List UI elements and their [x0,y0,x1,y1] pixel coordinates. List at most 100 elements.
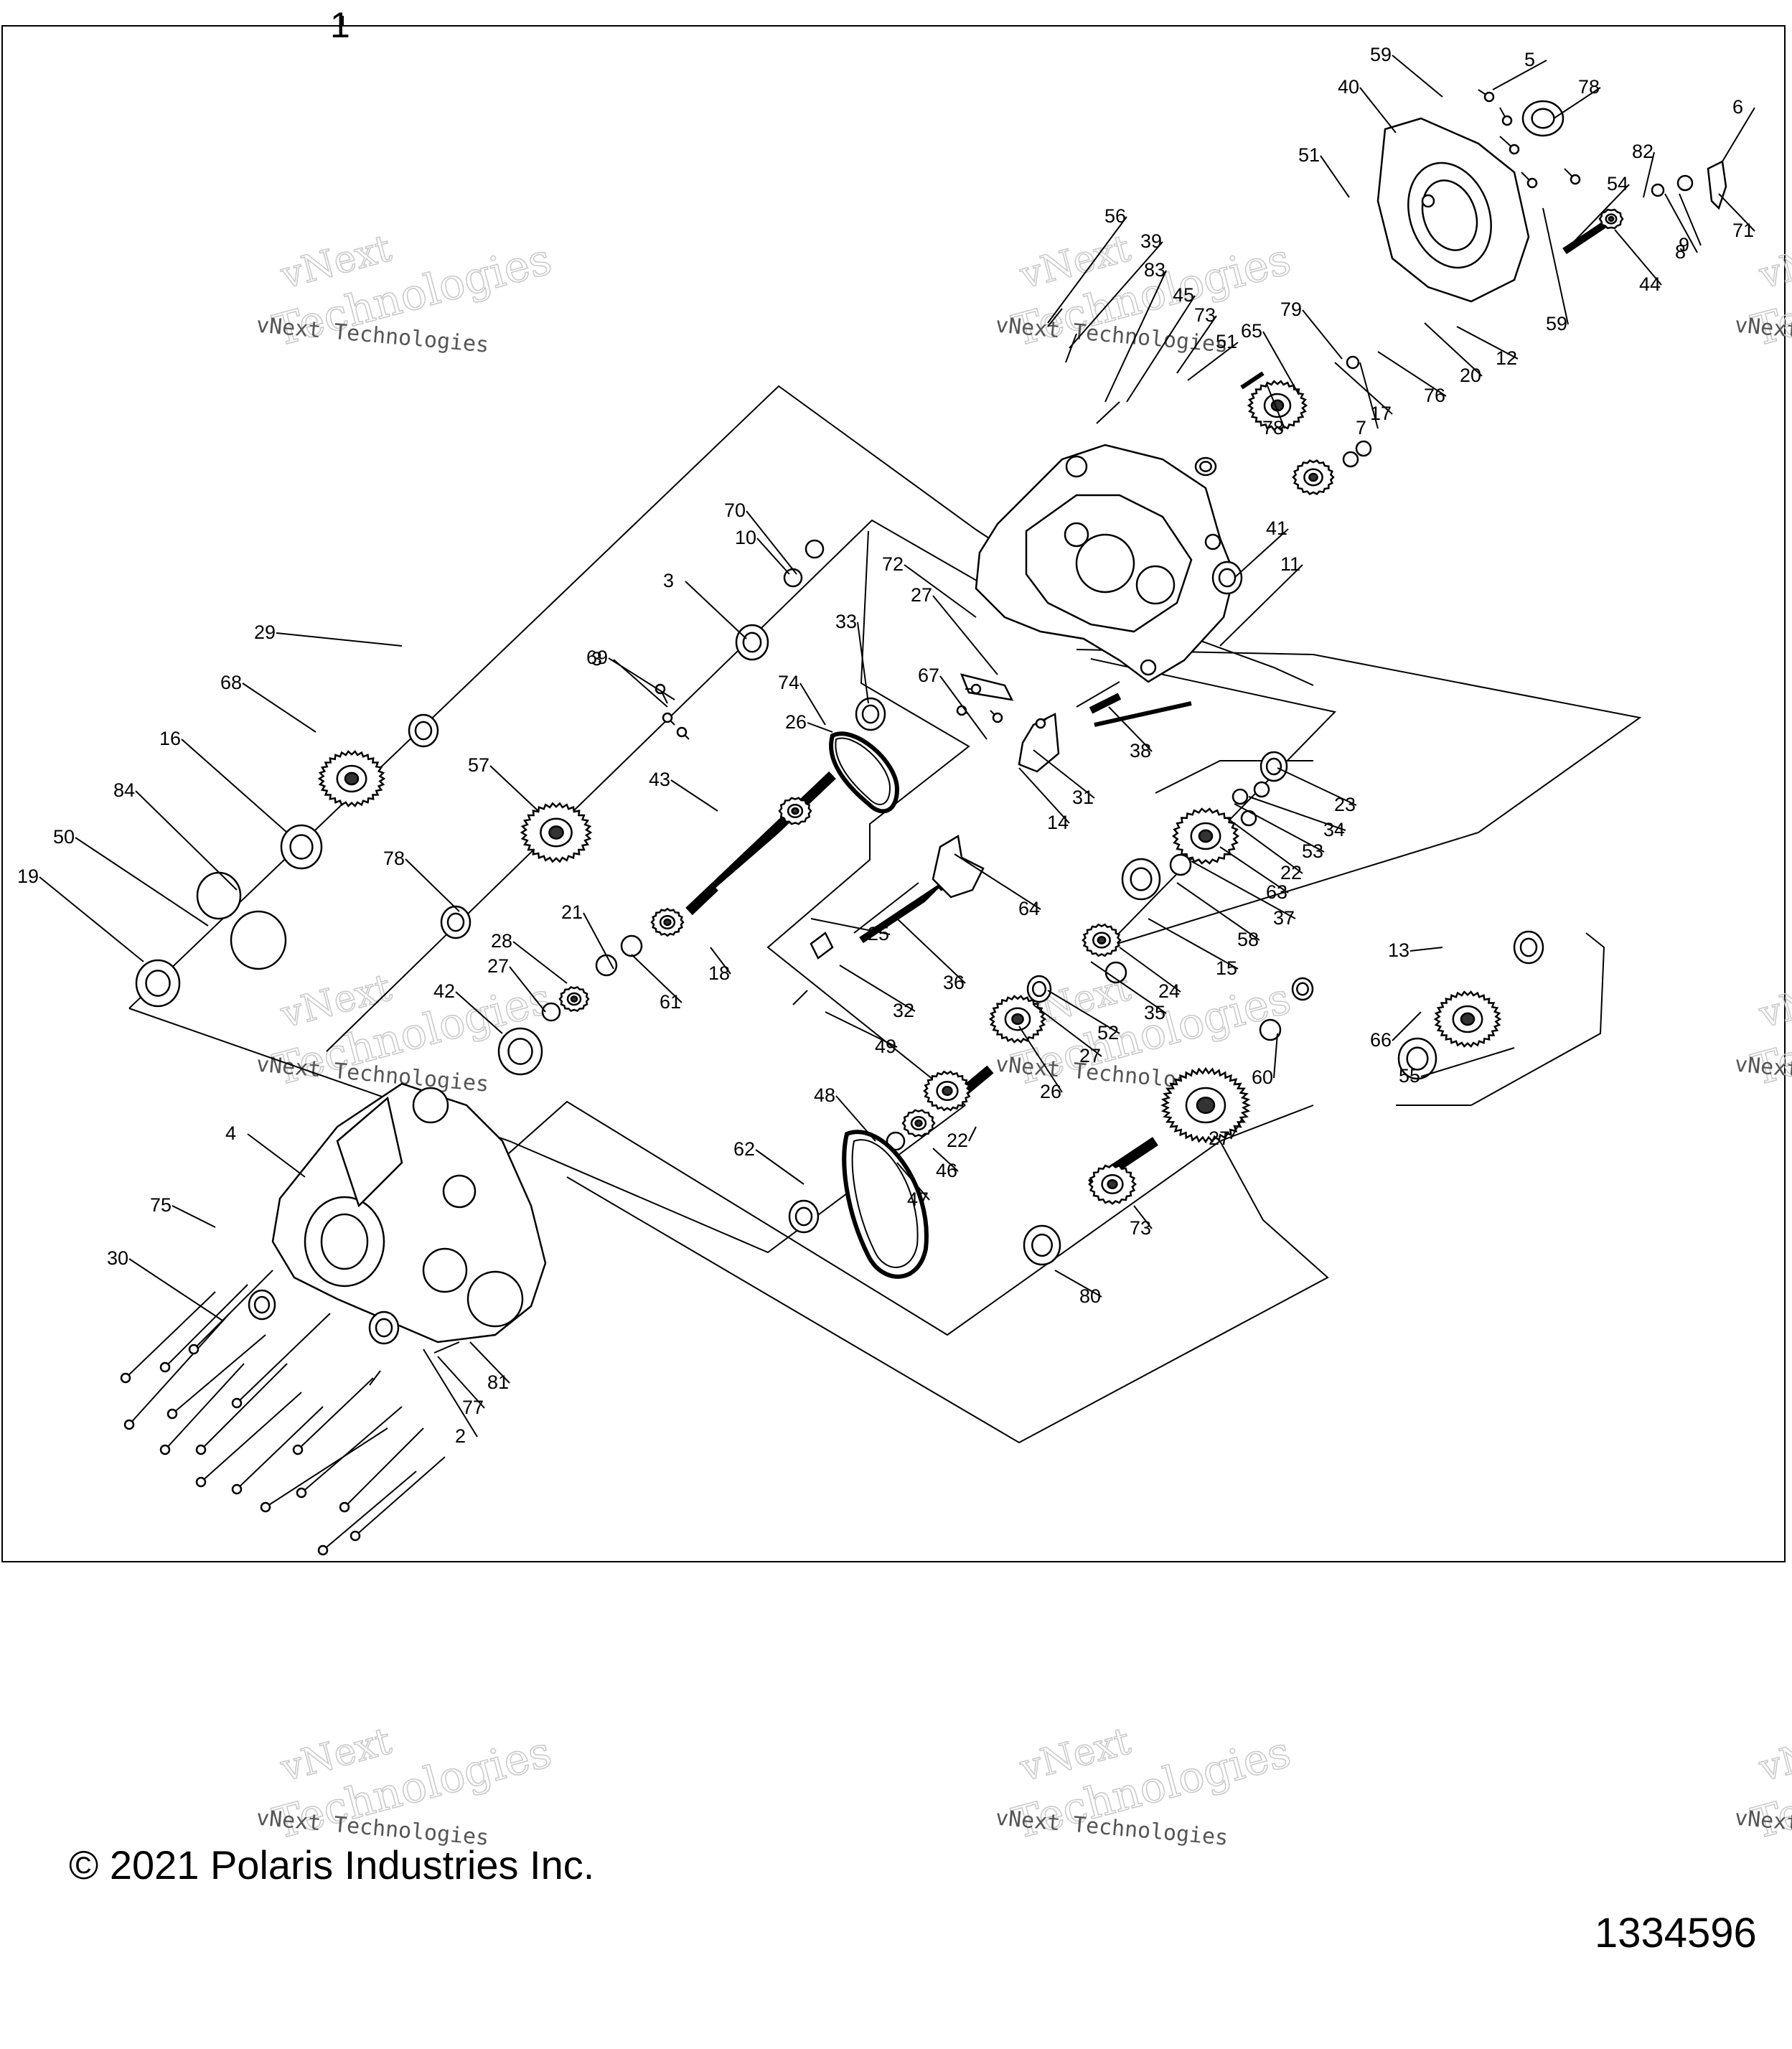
callout-51: 51 [1187,331,1239,381]
bolt [350,1456,446,1542]
callout-number: 48 [814,1084,835,1106]
callout-leader [756,538,790,575]
callout-leader [1409,947,1443,952]
callout-leader [1359,362,1379,429]
gear-67 [317,750,386,807]
callout-number: 16 [159,728,181,749]
shift-rod [853,882,919,934]
callout-leader [1718,193,1755,232]
callout-30: 30 [107,1247,223,1321]
callout-number: 26 [1040,1081,1061,1102]
callout-65: 65 [1241,320,1300,395]
callout-number: 82 [1632,141,1653,162]
snap-ring [886,1131,906,1151]
watermark-brand: vNext [1754,227,1792,298]
bolt [1564,168,1581,185]
callout-31: 31 [1033,749,1095,808]
callout-number: 20 [1460,365,1481,386]
gears [317,208,1624,1205]
callout-number: 71 [1732,220,1754,241]
callout-number: 26 [785,711,807,733]
callout-leader [857,622,869,704]
callout-leader [710,947,731,975]
callout-21: 21 [561,901,614,970]
callout-number: 78 [1262,417,1284,439]
bolt [195,1363,288,1455]
side-cover-housing [271,1082,547,1344]
gear-49 [650,907,685,937]
callout-leader [512,941,568,984]
callout-71: 71 [1718,193,1755,241]
callout-76: 76 [1377,351,1447,406]
callout-leader [1262,331,1300,395]
callout-number: 3 [591,648,602,670]
callout-leader [1069,241,1163,349]
callout-leader [968,1126,977,1142]
bolt [231,1313,331,1409]
callout-leader [1553,87,1601,119]
snap-ring [620,934,643,957]
callout-number: 61 [660,991,681,1013]
callout-leader [242,683,316,733]
callout-leader [1018,767,1070,824]
bearing [1259,751,1288,782]
callout-leader [1424,322,1483,377]
snap-ring [1355,440,1372,457]
callout-number: 23 [1334,794,1356,815]
callout-leader [1679,193,1702,246]
callout-number: 25 [868,923,889,944]
callout-number: 30 [107,1247,128,1269]
callout-leader [939,675,988,740]
callout-15: 15 [1148,918,1239,979]
bolt [195,1392,302,1488]
callout-29: 29 [254,622,403,647]
callout-number: 76 [1424,385,1445,406]
callout-20: 20 [1424,322,1483,386]
callout-leader [1033,749,1095,799]
callout-leader [1277,767,1357,806]
callout-leader [825,1011,898,1048]
callout-number: 65 [1241,320,1262,342]
callout-83: 83 [1104,259,1167,403]
bolt [296,1406,403,1499]
callout-number: 60 [1252,1066,1273,1088]
watermark-brand: vNext [1754,966,1792,1037]
callout-72: 72 [882,553,977,618]
callout-4: 4 [225,1122,306,1178]
snap-ring [1253,781,1270,798]
callout-leader [746,510,797,575]
callout-26: 26 [785,711,833,733]
callout-number: 75 [150,1194,172,1216]
callout-number: 58 [1237,929,1259,950]
callout-number: 6 [1732,96,1743,118]
bearing [1291,977,1314,1001]
snap-ring [804,539,825,559]
callout-number: 77 [462,1397,484,1418]
callout-47: 47 [896,1162,930,1210]
callout-79: 79 [1280,299,1343,360]
snap-ring [230,910,287,970]
bolt [260,1427,388,1513]
bearings-and-rings [135,100,1694,1345]
callout-leader [810,918,891,935]
callout-number: 63 [1266,881,1287,903]
callout-leader [1492,60,1547,90]
bearing [497,1027,543,1076]
gear-62 [901,1109,936,1138]
bolt [317,1471,417,1556]
drawing-number: 1334596 [1595,1910,1757,1956]
callout-46: 46 [932,1148,959,1181]
callout-leader [1187,342,1239,381]
callout-7: 7 [1356,362,1379,439]
callout-number: 7 [1356,417,1366,439]
callout-22: 22 [1226,817,1303,883]
callout-leader [799,683,826,726]
callout-leader [247,1133,306,1178]
bearing [408,713,439,748]
callout-27: 27 [487,955,546,1013]
callout-3: 3 [591,648,668,708]
callout-5: 5 [1492,49,1547,90]
